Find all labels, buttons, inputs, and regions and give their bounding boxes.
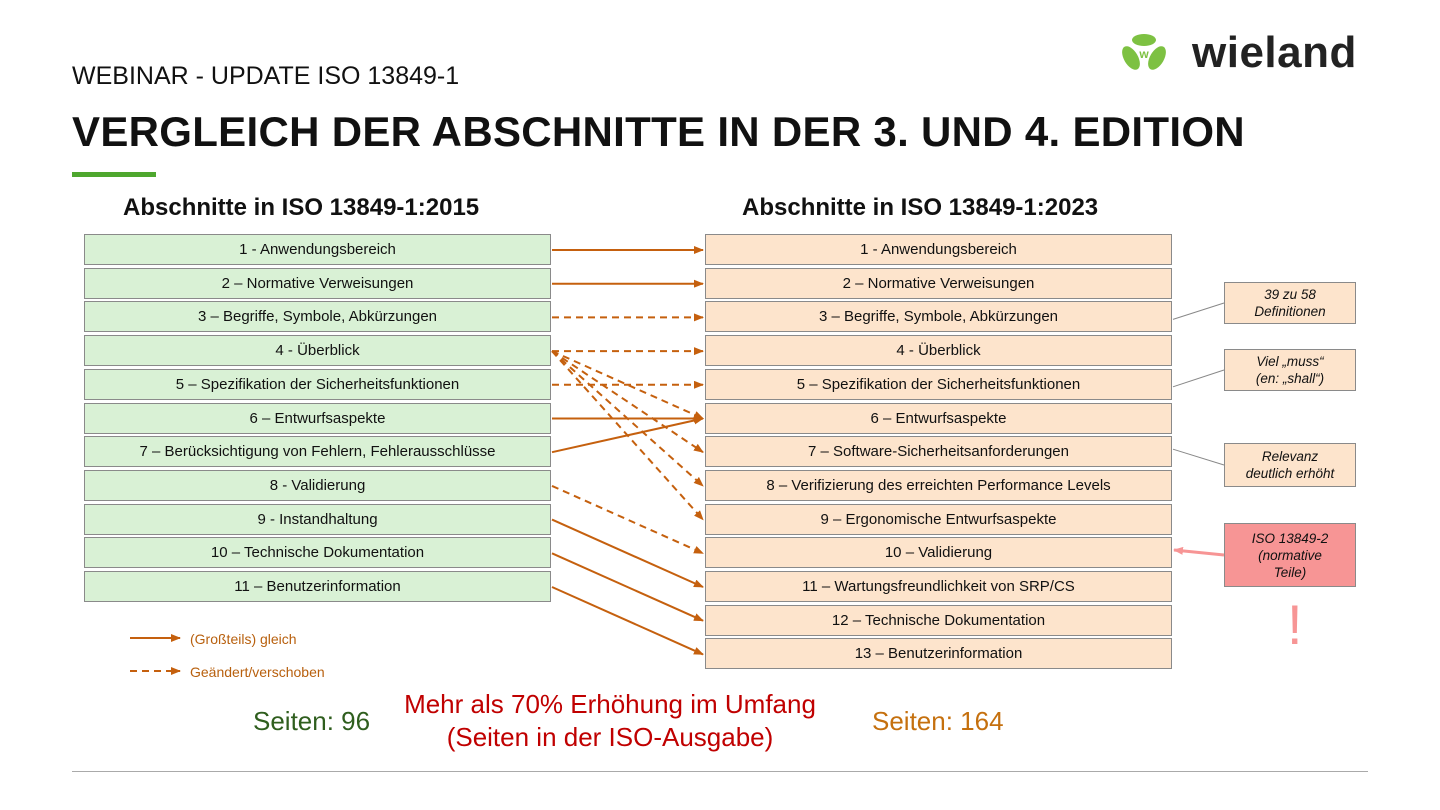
left-section-box: 5 – Spezifikation der Sicherheitsfunktio… xyxy=(84,368,551,400)
right-column-heading: Abschnitte in ISO 13849-1:2023 xyxy=(742,194,1099,221)
right-section-box: 4 - Überblick xyxy=(705,335,1172,367)
right-section-box: 7 – Software-Sicherheitsanforderungen xyxy=(705,436,1172,468)
left-section-box: 4 - Überblick xyxy=(84,335,551,367)
left-section-box: 3 – Begriffe, Symbole, Abkürzungen xyxy=(84,301,551,333)
left-section-box: 2 – Normative Verweisungen xyxy=(84,267,551,299)
svg-text:w: w xyxy=(1138,47,1149,61)
footer-divider xyxy=(72,771,1368,772)
solid-arrow xyxy=(551,586,704,656)
increase-summary: Mehr als 70% Erhöhung im Umfang (Seiten … xyxy=(390,688,830,754)
annotation-note: ISO 13849-2 (normative Teile) xyxy=(1224,523,1356,587)
legend-solid-label: (Großteils) gleich xyxy=(190,631,297,647)
annotation-note: Viel „muss“ (en: „shall“) xyxy=(1224,349,1356,391)
solid-arrow xyxy=(551,518,704,588)
right-section-box: 1 - Anwendungsbereich xyxy=(705,234,1172,265)
pages-2015: Seiten: 96 xyxy=(253,706,371,736)
right-section-box: 11 – Wartungsfreundlichkeit von SRP/CS xyxy=(705,571,1172,602)
left-column-heading: Abschnitte in ISO 13849-1:2015 xyxy=(123,194,480,221)
note-connector-line xyxy=(1172,448,1225,466)
summary-line-2: (Seiten in der ISO-Ausgabe) xyxy=(446,722,774,752)
logo-wordmark: wieland xyxy=(1192,28,1357,77)
left-section-box: 10 – Technische Dokumentation xyxy=(84,537,551,569)
summary-line-1: Mehr als 70% Erhöhung im Umfang xyxy=(404,689,816,719)
left-section-box: 9 - Instandhaltung xyxy=(84,503,551,535)
note-connector-line xyxy=(1172,369,1225,388)
left-section-box: 6 – Entwurfsaspekte xyxy=(84,402,551,434)
exclamation-mark: ! xyxy=(1287,593,1303,656)
iso-13849-2-arrow xyxy=(1173,546,1225,557)
legend-dashed-label: Geändert/verschoben xyxy=(190,664,325,680)
solid-arrow xyxy=(551,552,704,622)
right-section-box: 10 – Validierung xyxy=(705,537,1172,569)
leaf-logo-icon: w xyxy=(1122,34,1166,70)
slide-title: VERGLEICH DER ABSCHNITTE IN DER 3. UND 4… xyxy=(72,108,1245,155)
left-section-box: 8 - Validierung xyxy=(84,469,551,501)
right-section-box: 3 – Begriffe, Symbole, Abkürzungen xyxy=(705,301,1172,333)
solid-arrow xyxy=(551,416,704,454)
right-section-box: 9 – Ergonomische Entwurfsaspekte xyxy=(705,503,1172,535)
note-connector-line xyxy=(1172,302,1225,320)
wieland-logo: w wieland xyxy=(1122,28,1357,78)
right-section-box: 2 – Normative Verweisungen xyxy=(705,267,1172,299)
left-section-box: 7 – Berücksichtigung von Fehlern, Fehler… xyxy=(84,436,551,468)
right-section-box: 12 – Technische Dokumentation xyxy=(705,604,1172,636)
right-section-box: 8 – Verifizierung des erreichten Perform… xyxy=(705,469,1172,501)
title-accent-bar xyxy=(72,172,156,177)
right-section-box: 6 – Entwurfsaspekte xyxy=(705,402,1172,434)
dashed-arrow xyxy=(551,484,704,555)
pages-2023: Seiten: 164 xyxy=(872,706,1004,736)
annotation-note: 39 zu 58 Definitionen xyxy=(1224,282,1356,324)
right-section-box: 13 – Benutzerinformation xyxy=(705,638,1172,670)
left-section-box: 11 – Benutzerinformation xyxy=(84,571,551,602)
dashed-arrow xyxy=(551,350,704,454)
annotation-note: Relevanz deutlich erhöht xyxy=(1224,443,1356,487)
slide-subtitle: WEBINAR - UPDATE ISO 13849-1 xyxy=(72,62,460,90)
right-section-box: 5 – Spezifikation der Sicherheitsfunktio… xyxy=(705,368,1172,400)
dashed-arrow xyxy=(551,350,704,420)
left-section-box: 1 - Anwendungsbereich xyxy=(84,234,551,265)
